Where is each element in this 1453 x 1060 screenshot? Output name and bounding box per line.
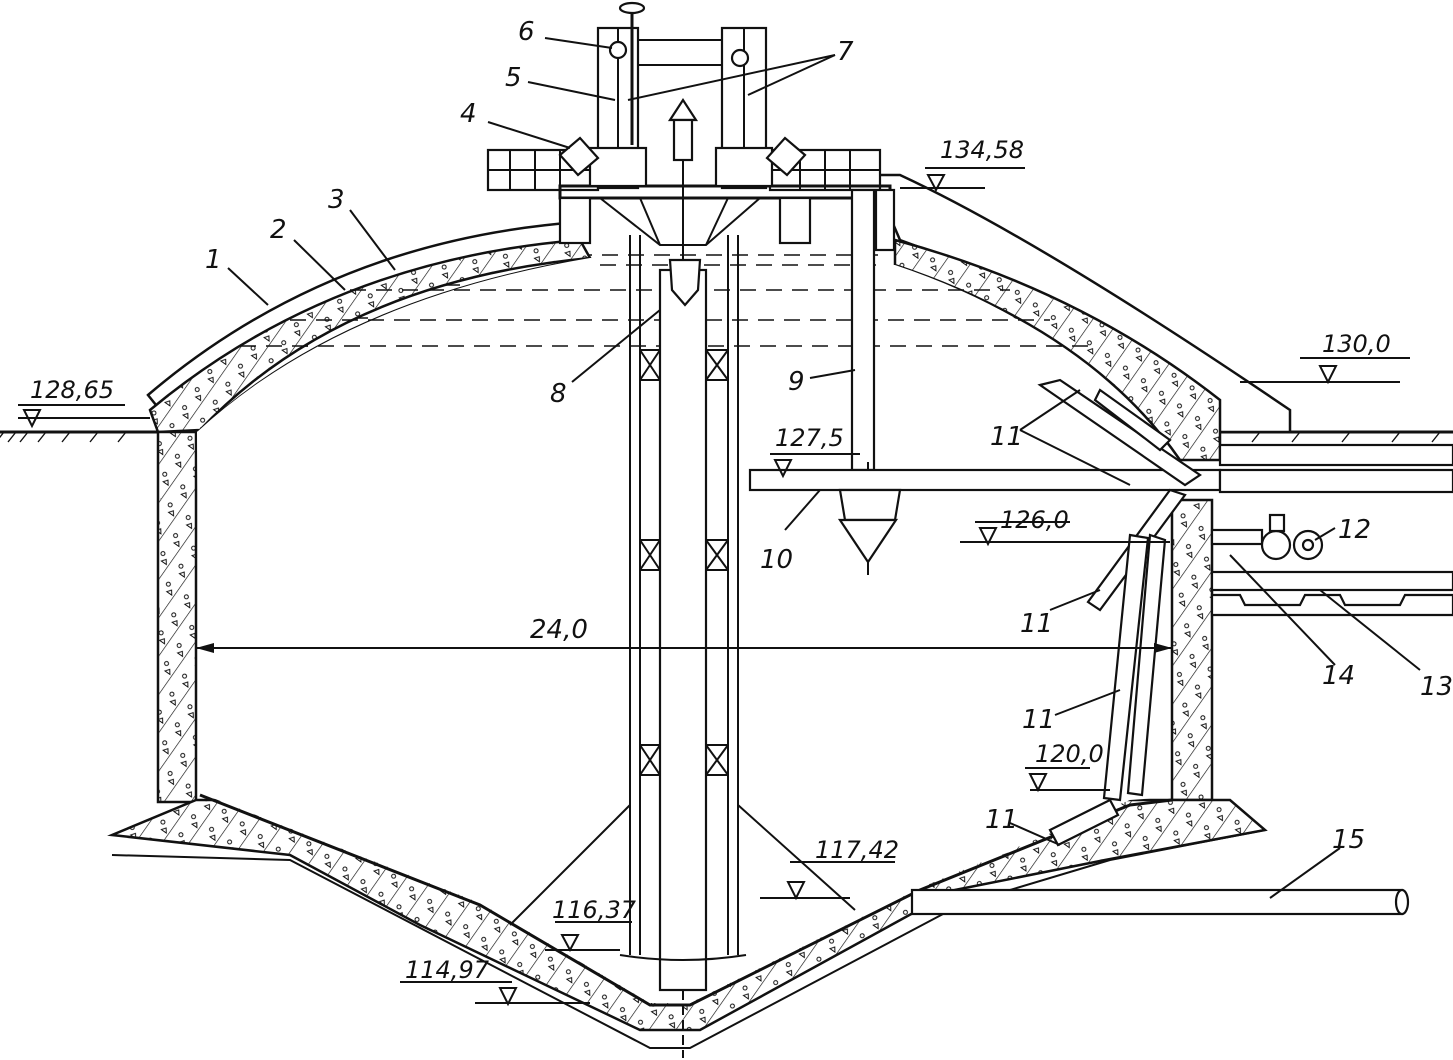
leader-lines — [227, 37, 1421, 899]
label-5: 5 — [505, 63, 522, 93]
diameter-dimension — [196, 643, 1172, 653]
elevation-134-58: 134,58 — [940, 136, 1024, 164]
elevation-128-65: 128,65 — [30, 376, 114, 404]
elevation-126-0: 126,0 — [1000, 506, 1069, 534]
external-pipes — [1210, 443, 1453, 617]
inclined-pipes — [1037, 378, 1202, 847]
ground-left — [0, 430, 158, 443]
central-column — [509, 235, 856, 1058]
ground-right — [1220, 430, 1453, 443]
label-2: 2 — [270, 215, 287, 245]
label-11-bottom: 11 — [985, 805, 1018, 835]
wall-left — [156, 430, 198, 804]
label-4: 4 — [460, 99, 477, 129]
elevation-114-97: 114,97 — [405, 956, 490, 984]
label-10: 10 — [760, 545, 793, 575]
top-platform — [486, 1, 896, 472]
diameter-label: 24,0 — [530, 615, 588, 645]
label-1: 1 — [205, 245, 222, 275]
label-12: 12 — [1338, 515, 1371, 545]
elevation-130-0: 130,0 — [1322, 330, 1391, 358]
label-8: 8 — [550, 379, 567, 409]
scum-trough — [748, 462, 1222, 575]
label-9: 9 — [788, 367, 805, 397]
label-11-mid: 11 — [1020, 609, 1053, 639]
label-7: 7 — [837, 37, 854, 67]
bottom-inner — [199, 793, 1173, 1007]
label-15: 15 — [1332, 825, 1365, 855]
label-11-top: 11 — [990, 422, 1023, 452]
wall-right — [1170, 498, 1214, 802]
elevation-127-5: 127,5 — [775, 424, 844, 452]
label-11-low: 11 — [1022, 705, 1055, 735]
elevation-117-42: 117,42 — [815, 836, 899, 864]
label-6: 6 — [518, 17, 535, 47]
elevation-116-37: 116,37 — [552, 896, 637, 924]
label-13: 13 — [1420, 672, 1453, 702]
outlet-pipe — [910, 888, 1410, 916]
elevation-markers — [18, 167, 1410, 1007]
bottom-outer — [111, 829, 1266, 1049]
label-3: 3 — [328, 185, 345, 215]
float-valve — [667, 97, 702, 307]
elevation-120-0: 120,0 — [1035, 740, 1104, 768]
label-14: 14 — [1322, 661, 1355, 691]
